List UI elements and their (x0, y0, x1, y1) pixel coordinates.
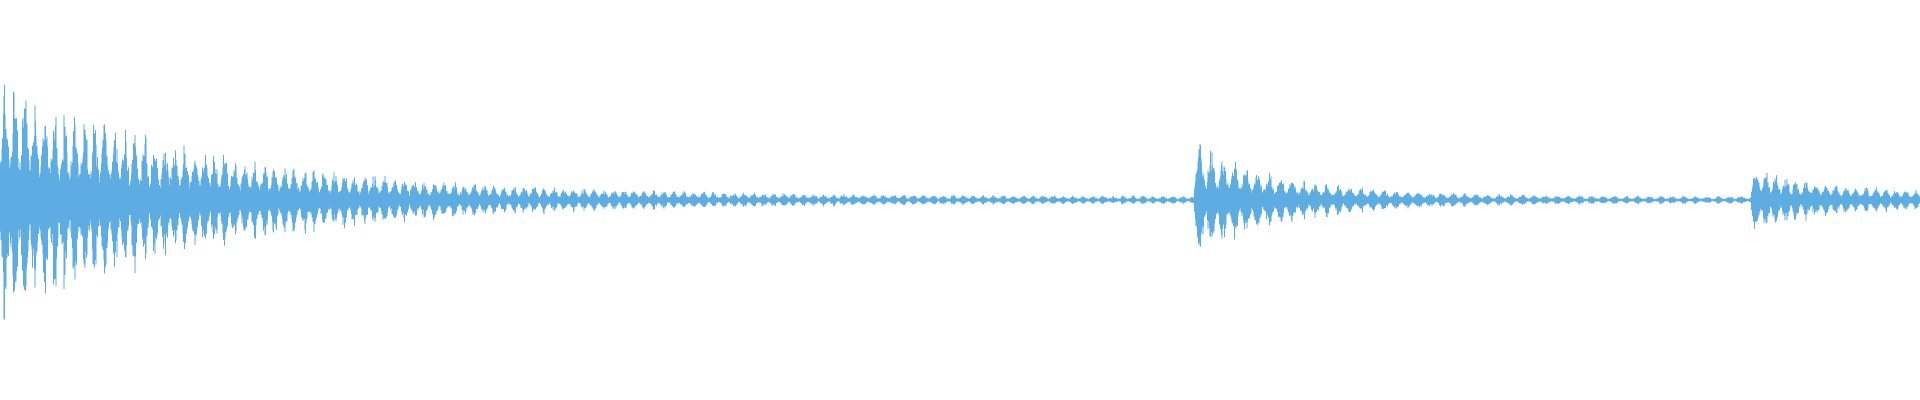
waveform-trace (0, 84, 1920, 320)
